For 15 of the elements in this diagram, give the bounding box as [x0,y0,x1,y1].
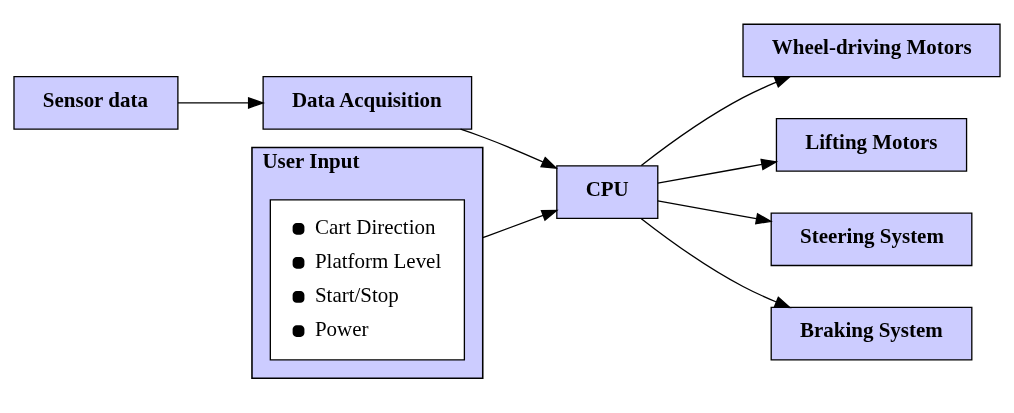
arrow [482,209,559,239]
arrow [640,76,792,167]
arrow [640,218,792,309]
node-box: Cart Direction Platform Level Start/Stop Power [269,199,466,361]
node-box: CPU [556,165,659,219]
node-box: Steering System [770,212,973,267]
arrow [657,200,773,225]
arrow [657,158,779,184]
node-box: Wheel-driving Motors [742,23,1001,78]
arrow [459,128,559,169]
node-box: Braking System [770,306,973,361]
node-box: Lifting Motors [775,118,968,172]
arrow [177,96,265,109]
node-box: Sensor data [13,76,179,130]
node-box: Data Acquisition [262,76,473,130]
